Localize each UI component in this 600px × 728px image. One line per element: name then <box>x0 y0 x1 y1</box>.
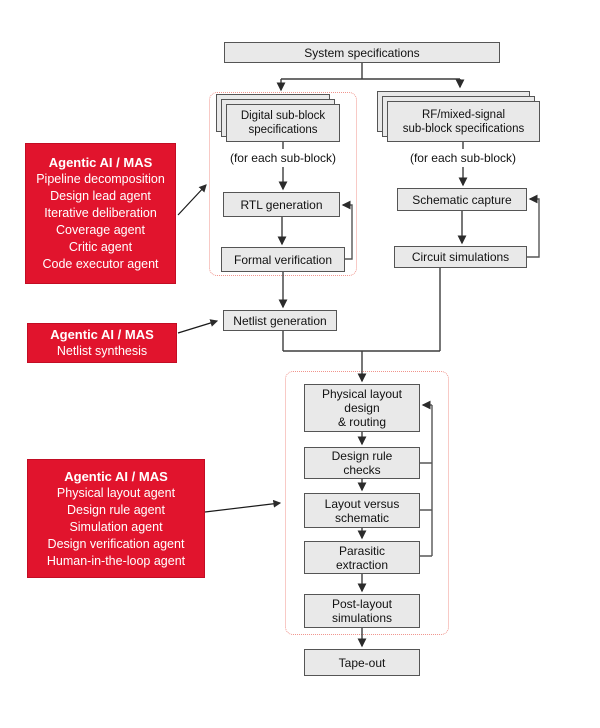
node-digital-subblock-specifications: Digital sub-block specifications <box>216 94 340 142</box>
node-parasitic-extraction: Parasitic extraction <box>304 541 420 574</box>
agent-line: Pipeline decomposition <box>36 172 165 186</box>
node-post-layout-simulations: Post-layout simulations <box>304 594 420 628</box>
agent-line: Human-in-the-loop agent <box>46 553 186 568</box>
node-formal-verification-label: Formal verification <box>233 252 333 267</box>
loop-circuit-to-schematic <box>527 194 540 258</box>
node-formal-verification: Formal verification <box>221 247 345 272</box>
node-rf-mixed-signal-specifications-label: RF/mixed-signal sub-block specifications <box>387 101 540 142</box>
node-parasitic-extraction-label: Parasitic extraction <box>335 543 389 572</box>
node-rtl-generation: RTL generation <box>223 192 340 217</box>
node-rtl-generation-label: RTL generation <box>240 197 323 212</box>
node-physical-layout-design-routing: Physical layout design & routing <box>304 384 420 432</box>
node-tape-out-label: Tape-out <box>338 655 386 670</box>
node-layout-versus-schematic-label: Layout versus schematic <box>324 496 400 525</box>
agent-line: Critic agent <box>68 240 133 254</box>
node-design-rule-checks: Design rule checks <box>304 447 420 479</box>
agent-line: Physical layout agent <box>56 485 176 500</box>
agentic-box-netlist-title: Agentic AI / MAS <box>50 327 154 342</box>
node-schematic-capture: Schematic capture <box>397 188 527 211</box>
node-tape-out: Tape-out <box>304 649 420 676</box>
node-netlist-generation-label: Netlist generation <box>233 313 327 328</box>
agent-line: Design rule agent <box>67 502 165 517</box>
agent-line: Iterative deliberation <box>44 206 157 220</box>
label-for-each-subblock-digital: (for each sub-block) <box>229 151 337 165</box>
node-physical-layout-design-routing-label: Physical layout design & routing <box>321 387 403 429</box>
agent-line: Netlist synthesis <box>56 344 148 358</box>
agentic-box-netlist: Agentic AI / MAS Netlist synthesis <box>27 323 177 363</box>
agent-line: Simulation agent <box>69 519 163 534</box>
agentic-box-physical: Agentic AI / MAS Physical layout agent D… <box>27 459 205 578</box>
node-circuit-simulations: Circuit simulations <box>394 246 527 268</box>
agentic-box-digital-title: Agentic AI / MAS <box>48 155 153 170</box>
physical-flow-group-outline <box>285 371 449 635</box>
node-system-specifications: System specifications <box>224 42 500 63</box>
node-netlist-generation: Netlist generation <box>223 310 337 331</box>
arrow-agent2-to-netlist <box>177 319 219 334</box>
arrow-agent3-to-physical-flow <box>204 499 282 513</box>
node-circuit-simulations-label: Circuit simulations <box>411 250 510 264</box>
agentic-box-physical-title: Agentic AI / MAS <box>64 468 168 484</box>
agent-line: Design lead agent <box>50 189 151 203</box>
node-system-specifications-label: System specifications <box>304 45 420 60</box>
node-schematic-capture-label: Schematic capture <box>412 192 512 207</box>
node-design-rule-checks-label: Design rule checks <box>331 449 393 477</box>
agent-line: Coverage agent <box>56 223 145 237</box>
node-rf-mixed-signal-specifications: RF/mixed-signal sub-block specifications <box>377 91 540 142</box>
arrow-agent1-to-digital-flow <box>177 184 207 216</box>
node-post-layout-simulations-label: Post-layout simulations <box>331 597 393 625</box>
node-digital-subblock-specifications-label: Digital sub-block specifications <box>226 104 340 142</box>
label-for-each-subblock-rf: (for each sub-block) <box>409 151 517 165</box>
agent-line: Design verification agent <box>47 536 185 551</box>
arrow-split-trunk <box>281 63 460 80</box>
agent-line: Code executor agent <box>42 257 159 271</box>
node-layout-versus-schematic: Layout versus schematic <box>304 493 420 528</box>
agentic-box-digital: Agentic AI / MAS Pipeline decomposition … <box>25 143 176 284</box>
